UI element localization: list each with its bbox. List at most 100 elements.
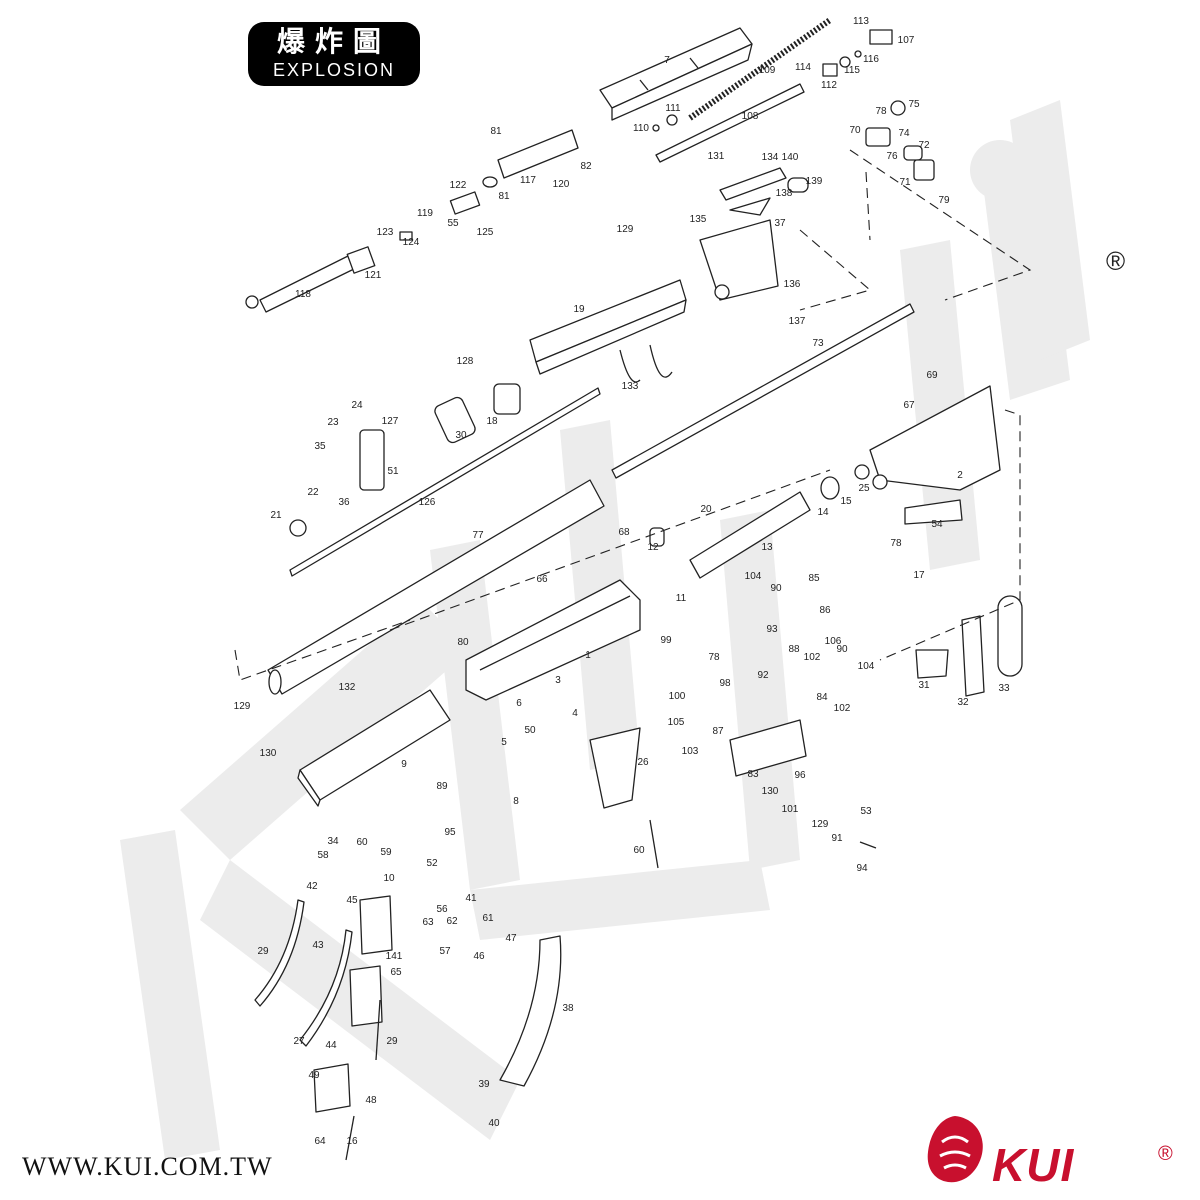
part-number-label: 70 bbox=[849, 125, 861, 136]
outer-rod-part bbox=[611, 303, 915, 479]
part-number-label: 89 bbox=[436, 781, 448, 792]
front-sight-parts bbox=[289, 383, 521, 537]
part-number-label: 78 bbox=[708, 652, 720, 663]
part-number-label: 67 bbox=[903, 400, 915, 411]
part-number-label: 81 bbox=[490, 126, 502, 137]
pistol-grip-part bbox=[589, 727, 641, 809]
part-number-label: 114 bbox=[795, 62, 811, 73]
part-number-label: 55 bbox=[447, 218, 459, 229]
part-number-label: 47 bbox=[505, 933, 517, 944]
part-number-label: 129 bbox=[233, 701, 251, 712]
part-number-label: 31 bbox=[918, 680, 930, 691]
part-number-label: 73 bbox=[812, 338, 824, 349]
part-number-label: 139 bbox=[805, 176, 823, 187]
title-english: EXPLOSION bbox=[272, 60, 396, 80]
sight-block-part bbox=[699, 219, 779, 301]
part-number-label: 109 bbox=[758, 65, 776, 76]
part-number-label: 102 bbox=[803, 652, 821, 663]
part-number-label: 100 bbox=[668, 691, 686, 702]
part-number-label: 3 bbox=[555, 675, 561, 686]
part-number-label: 107 bbox=[897, 35, 915, 46]
part-number-label: 98 bbox=[719, 678, 731, 689]
rear-sight-parts bbox=[652, 29, 893, 132]
part-number-label: 24 bbox=[351, 400, 363, 411]
part-number-label: 111 bbox=[665, 103, 681, 114]
part-number-label: 53 bbox=[860, 806, 872, 817]
part-number-label: 133 bbox=[621, 381, 639, 392]
part-number-label: 52 bbox=[426, 858, 438, 869]
part-number-label: 106 bbox=[824, 636, 842, 647]
part-number-label: 56 bbox=[436, 904, 448, 915]
part-number-label: 108 bbox=[741, 111, 759, 122]
part-number-label: 125 bbox=[476, 227, 494, 238]
part-number-label: 10 bbox=[383, 873, 395, 884]
part-number-label: 138 bbox=[775, 188, 793, 199]
part-number-label: 90 bbox=[836, 644, 848, 655]
lion-logo-icon bbox=[927, 1116, 983, 1183]
pin-parts bbox=[345, 819, 877, 1161]
website-url: WWW.KUI.COM.TW bbox=[22, 1152, 273, 1181]
part-number-label: 75 bbox=[908, 99, 920, 110]
part-number-label: 116 bbox=[863, 54, 879, 65]
part-number-label: 42 bbox=[306, 881, 318, 892]
guide-rod-part bbox=[655, 83, 805, 163]
part-number-label: 61 bbox=[482, 913, 494, 924]
part-number-label: 119 bbox=[417, 208, 433, 219]
part-number-label: 38 bbox=[562, 1003, 574, 1014]
part-number-label: 35 bbox=[314, 441, 326, 452]
part-number-label: 104 bbox=[744, 571, 762, 582]
brand-registered-mark: ® bbox=[1158, 1143, 1173, 1165]
part-number-label: 110 bbox=[633, 123, 649, 134]
part-number-label: 51 bbox=[387, 466, 399, 477]
part-number-label: 120 bbox=[552, 179, 570, 190]
handguard-part bbox=[297, 689, 451, 807]
part-number-label: 130 bbox=[259, 748, 277, 759]
part-number-label: 135 bbox=[689, 214, 707, 225]
part-number-label: 96 bbox=[794, 770, 806, 781]
part-number-label: 19 bbox=[573, 304, 585, 315]
part-number-label: 130 bbox=[761, 786, 779, 797]
part-number-label: 8 bbox=[513, 796, 519, 807]
part-number-label: 132 bbox=[338, 682, 356, 693]
part-number-label: 128 bbox=[456, 356, 474, 367]
part-number-label: 40 bbox=[488, 1118, 500, 1129]
part-number-label: 94 bbox=[856, 863, 868, 874]
part-number-label: 79 bbox=[938, 195, 950, 206]
cylinder-assembly bbox=[245, 129, 579, 313]
part-number-label: 44 bbox=[325, 1040, 337, 1051]
part-number-label: 69 bbox=[926, 370, 938, 381]
part-number-label: 82 bbox=[580, 161, 592, 172]
part-number-label: 34 bbox=[327, 836, 339, 847]
part-number-label: 26 bbox=[637, 757, 649, 768]
part-number-label: 25 bbox=[858, 483, 870, 494]
registered-mark: ® bbox=[1106, 246, 1126, 276]
part-number-label: 30 bbox=[455, 430, 467, 441]
part-number-label: 112 bbox=[821, 80, 837, 91]
part-number-label: 12 bbox=[647, 542, 659, 553]
recoil-spring-part bbox=[688, 17, 832, 121]
part-number-label: 39 bbox=[478, 1079, 490, 1090]
part-number-label: 7 bbox=[664, 55, 670, 66]
part-number-label: 57 bbox=[439, 946, 451, 957]
part-number-label: 13 bbox=[761, 542, 773, 553]
part-number-label: 127 bbox=[381, 416, 399, 427]
gearbox-part bbox=[729, 719, 807, 777]
part-number-label: 29 bbox=[386, 1036, 398, 1047]
part-number-label: 62 bbox=[446, 916, 458, 927]
part-number-label: 123 bbox=[376, 227, 394, 238]
part-number-label: 6 bbox=[516, 698, 522, 709]
part-number-label: 113 bbox=[853, 16, 869, 27]
top-cover-part bbox=[599, 27, 753, 121]
part-number-label: 80 bbox=[457, 637, 469, 648]
assembly-guide-lines bbox=[234, 149, 1032, 681]
part-number-label: 16 bbox=[346, 1136, 358, 1147]
title-chinese: 爆炸圖 bbox=[276, 25, 391, 58]
magazine-parts bbox=[254, 895, 562, 1113]
part-number-label: 115 bbox=[844, 65, 860, 76]
part-number-label: 58 bbox=[317, 850, 329, 861]
part-number-label: 85 bbox=[808, 573, 820, 584]
part-number-label: 92 bbox=[757, 670, 769, 681]
part-number-label: 72 bbox=[918, 140, 930, 151]
part-number-label: 43 bbox=[312, 940, 324, 951]
part-number-label: 50 bbox=[524, 725, 536, 736]
